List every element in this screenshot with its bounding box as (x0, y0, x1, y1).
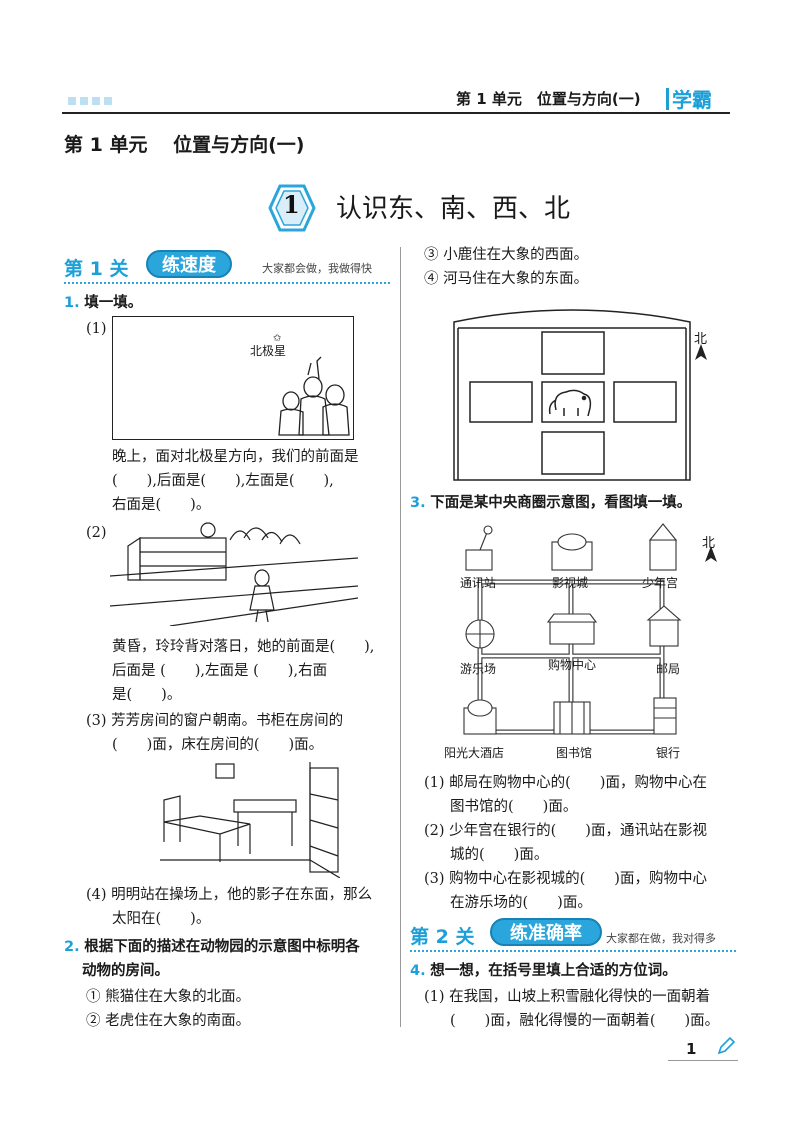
section1-label: 第 1 关 (64, 258, 129, 280)
q2-number: 2. (64, 939, 80, 955)
q1-part4-line2: 太阳在( )。 (112, 911, 211, 927)
svg-text:✩: ✩ (273, 333, 282, 344)
q1-part1-label: (1) (86, 321, 107, 337)
q1-part2-line1: 黄昏，玲玲背对落日，她的前面是( ), (112, 639, 375, 655)
q2-item3: ③ 小鹿住在大象的西面。 (424, 247, 589, 263)
youth-palace-icon (648, 523, 678, 571)
mall-north-label: 北 (702, 536, 716, 551)
q4-part1-line1: (1) 在我国，山坡上积雪融化得快的一面朝着 (424, 989, 711, 1005)
q1-part3-line2: ( )面，床在房间的( )面。 (112, 737, 324, 753)
pencil-icon (717, 1036, 736, 1055)
place-cinema: 影视城 (552, 576, 589, 590)
q2-heading: 2. 根据下面的描述在动物园的示意图中标明各 (64, 936, 360, 958)
q2-item1: ① 熊猫住在大象的北面。 (86, 989, 251, 1005)
q3-part3-line1: (3) 购物中心在影视城的( )面，购物中心 (424, 871, 707, 887)
q1-title: 填一填。 (84, 295, 143, 311)
section1-pill: 练速度 (146, 250, 232, 278)
sunset-scene-icon (110, 522, 358, 626)
q3-number: 3. (410, 495, 426, 511)
header-square (80, 97, 88, 105)
commerce-map (463, 523, 682, 735)
q4-number: 4. (410, 963, 426, 979)
telecom-station-icon (465, 525, 493, 571)
bedroom-picture (160, 762, 340, 878)
header-square (68, 97, 76, 105)
header-rule (62, 112, 730, 114)
q3-part2-line1: (2) 少年宫在银行的( )面，通讯站在影视 (424, 823, 707, 839)
north-arrow-icon (705, 546, 717, 562)
section1-note: 大家都会做，我做得快 (262, 262, 372, 275)
q1-part1-line3: 右面是( )。 (112, 497, 211, 513)
place-post-office: 邮局 (656, 662, 681, 676)
page-number-rule (668, 1060, 738, 1061)
q3-part2-line2: 城的( )面。 (450, 847, 549, 863)
zoo-map-drawing (453, 309, 691, 481)
north-star-picture: ✩ (112, 316, 354, 440)
q3-part1-line2: 图书馆的( )面。 (450, 799, 578, 815)
lesson-badge-icon (268, 184, 316, 232)
library-icon (553, 701, 591, 735)
place-hotel: 阳光大酒店 (444, 746, 505, 760)
sunset-picture (110, 520, 358, 626)
header-square (92, 97, 100, 105)
section1-dotted-rule (64, 282, 390, 284)
place-library: 图书馆 (556, 746, 593, 760)
q4-title: 想一想，在括号里填上合适的方位词。 (430, 963, 677, 979)
q4-heading: 4. 想一想，在括号里填上合适的方位词。 (410, 960, 677, 982)
header-title: 第 1 单元 位置与方向(一) (456, 90, 641, 108)
brand-bar (666, 88, 669, 110)
q2-title-line1: 根据下面的描述在动物园的示意图中标明各 (84, 939, 360, 955)
q1-part2-label: (2) (86, 525, 107, 541)
lesson-title: 认识东、南、西、北 (336, 194, 571, 224)
north-star-scene-icon: ✩ (273, 333, 350, 436)
section2-note: 大家都在做，我对得多 (606, 932, 716, 945)
q2-item4: ④ 河马住在大象的东面。 (424, 271, 589, 287)
q1-heading: 1. 填一填。 (64, 292, 142, 314)
q1-part1-line1: 晚上，面对北极星方向，我们的前面是 (112, 449, 359, 465)
lesson-number: 1 (283, 190, 300, 219)
section2-pill: 练准确率 (490, 918, 602, 946)
shopping-center-icon (546, 613, 598, 645)
q1-number: 1. (64, 295, 80, 311)
q3-part1-line1: (1) 邮局在购物中心的( )面，购物中心在 (424, 775, 707, 791)
column-divider (400, 247, 401, 1027)
hotel-icon (463, 699, 497, 735)
section2-label: 第 2 关 (410, 926, 475, 948)
q3-title: 下面是某中央商圈示意图，看图填一填。 (430, 495, 692, 511)
zoo-map (452, 304, 692, 482)
q1-part2-line2: 后面是 ( ),左面是 ( ),右面 (112, 663, 328, 679)
q3-part3-line2: 在游乐场的( )面。 (450, 895, 592, 911)
bank-icon (653, 697, 677, 735)
north-star-label: 北极星 (250, 344, 287, 358)
post-office-icon (646, 605, 682, 647)
unit-title: 第 1 单元 位置与方向(一) (64, 134, 305, 156)
zoo-north-label: 北 (694, 332, 708, 347)
q1-part4-line1: (4) 明明站在操场上，他的影子在东面，那么 (86, 887, 373, 903)
place-bank: 银行 (656, 746, 681, 760)
place-amusement: 游乐场 (460, 662, 497, 676)
place-youth-palace: 少年宫 (642, 576, 679, 590)
cinema-icon (551, 533, 593, 571)
brand-logo: 学霸 (672, 88, 712, 112)
q4-part1-line2: ( )面，融化得慢的一面朝着( )面。 (450, 1013, 720, 1029)
q3-heading: 3. 下面是某中央商圈示意图，看图填一填。 (410, 492, 691, 514)
place-shopping: 购物中心 (548, 658, 597, 672)
page-number: 1 (686, 1040, 697, 1058)
place-telecom: 通讯站 (460, 576, 497, 590)
amusement-park-icon (465, 619, 495, 649)
q2-title-line2: 动物的房间。 (82, 963, 169, 979)
q2-item2: ② 老虎住在大象的南面。 (86, 1013, 251, 1029)
header-square (104, 97, 112, 105)
q1-part1-line2: ( ),后面是( ),左面是( ), (112, 473, 334, 489)
section2-dotted-rule (410, 950, 736, 952)
q1-part3-line1: (3) 芳芳房间的窗户朝南。书柜在房间的 (86, 713, 344, 729)
q1-part2-line3: 是( )。 (112, 687, 182, 703)
bedroom-scene-icon (160, 762, 340, 878)
north-arrow-icon (695, 344, 707, 360)
